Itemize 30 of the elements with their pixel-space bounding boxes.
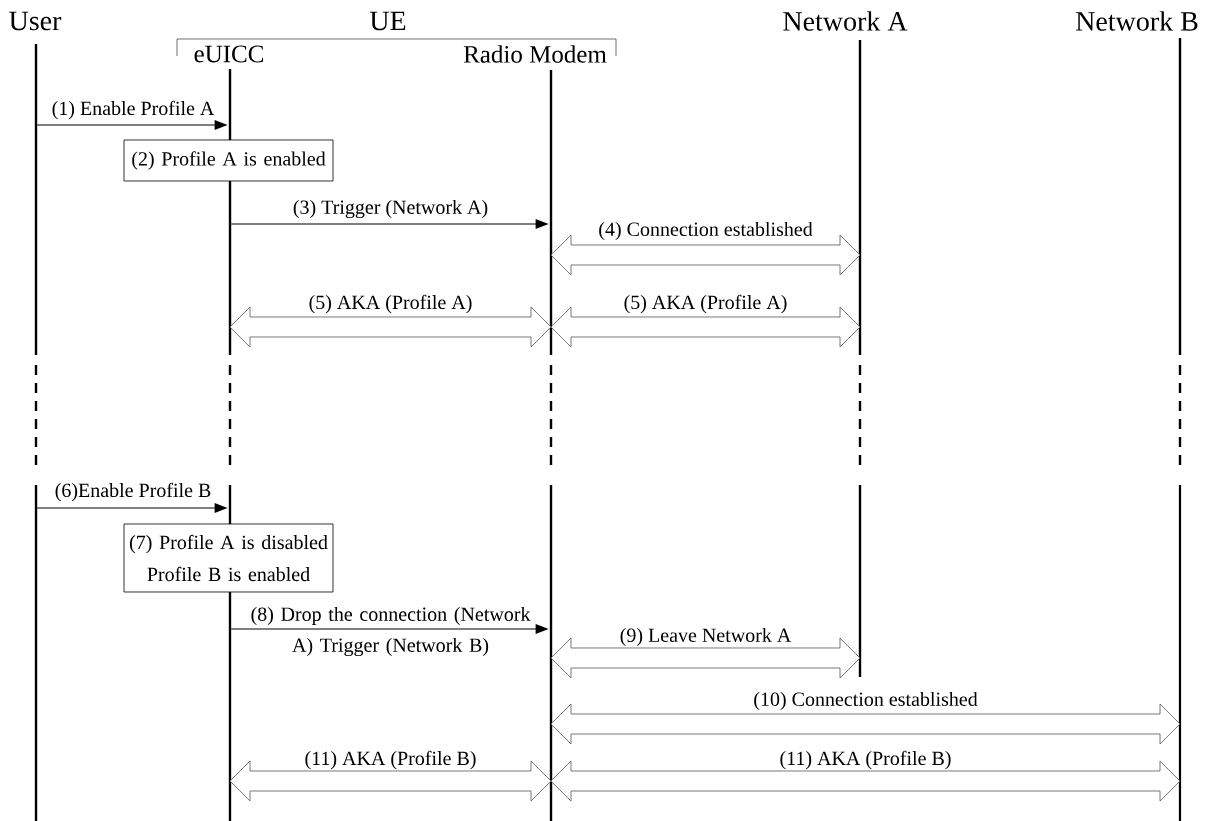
double-arrow: [550, 637, 861, 679]
arrow: [230, 624, 549, 634]
edge-label: (8) Drop the connection (Network A) Trigger (Network B): [251, 606, 531, 657]
edge-label: (5) AKA (Profile A): [309, 294, 472, 314]
edge-label: (5) AKA (Profile A): [624, 294, 787, 314]
edge-label: (11) AKA (Profile B): [780, 750, 951, 770]
arrow: [230, 219, 549, 229]
lifeline-header: Network A: [783, 11, 908, 31]
arrow: [36, 120, 228, 130]
edge-label: (6)Enable Profile B: [55, 482, 211, 502]
edge-label: (9) Leave Network A: [620, 627, 792, 647]
double-arrow: [550, 760, 1181, 802]
double-arrow: [229, 760, 552, 802]
double-arrow: [550, 234, 861, 276]
edge-label: (4) Connection established: [599, 221, 813, 241]
double-arrow: [229, 306, 552, 348]
lifeline-header: Radio Modem: [463, 45, 607, 63]
arrow: [36, 503, 228, 513]
group-title: UE: [369, 11, 406, 31]
lifeline-header: Network B: [1076, 11, 1198, 31]
state-box: (2) Profile A is enabled: [123, 139, 334, 182]
state-box: (7) Profile A is disabled Profile B is enabled: [123, 523, 334, 593]
double-arrow: [550, 703, 1181, 745]
edge-label: (10) Connection established: [754, 691, 978, 711]
edge-label: (11) AKA (Profile B): [305, 750, 476, 770]
double-arrow: [550, 306, 861, 348]
edge-label: (1) Enable Profile A: [52, 100, 215, 120]
lifeline-header: eUICC: [194, 45, 264, 63]
edge-label: (3) Trigger (Network A): [293, 199, 488, 219]
lifeline-header: User: [9, 11, 62, 31]
